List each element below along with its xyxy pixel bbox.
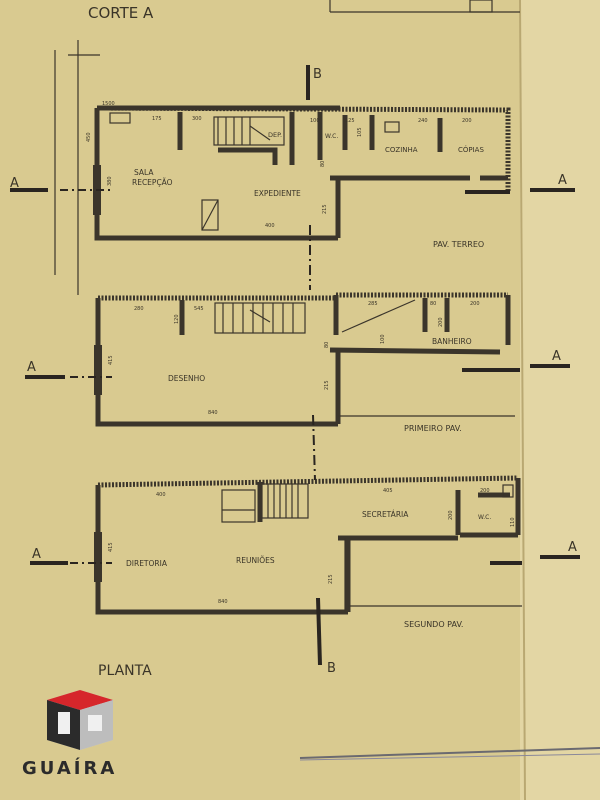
paper-edge: [520, 0, 600, 800]
first-floor-plan: DESENHO BANHEIRO 280 120 545 415 840 80 …: [94, 292, 515, 433]
dim: 100: [310, 118, 320, 124]
dim: 200: [448, 510, 454, 520]
dim: 300: [192, 116, 202, 122]
section-mark-a-left-2: A: [27, 360, 36, 375]
room-expediente: EXPEDIENTE: [254, 189, 301, 198]
dim: 110: [510, 517, 516, 527]
plan-label: PLANTA: [98, 663, 152, 679]
floor-name-first: PRIMEIRO PAV.: [404, 424, 462, 433]
dim: 450: [86, 132, 92, 142]
dim: 1500: [102, 101, 115, 107]
dim: 200: [480, 488, 490, 494]
dim: 280: [134, 306, 144, 312]
room-sala: SALA: [134, 168, 154, 177]
room-wc-ground: W.C.: [325, 133, 338, 140]
room-desenho: DESENHO: [168, 374, 205, 383]
room-dep: DEP.: [268, 131, 282, 139]
dim: 125: [345, 118, 355, 124]
room-recepcao: RECEPÇÃO: [132, 178, 173, 187]
section-title: CORTE A: [88, 4, 154, 22]
dim: 80: [430, 301, 436, 307]
room-banheiro: BANHEIRO: [432, 337, 472, 346]
dim: 240: [418, 118, 428, 124]
dim: 175: [152, 116, 162, 122]
section-mark-b-top: B: [313, 67, 322, 82]
dim: 80: [320, 161, 326, 167]
floor-name-ground: PAV. TERREO: [433, 240, 484, 249]
dim: 200: [462, 118, 472, 124]
dim: 415: [108, 542, 114, 552]
dim: 545: [194, 306, 204, 312]
dim: 285: [368, 301, 378, 307]
dim: 405: [383, 488, 393, 494]
dim: 105: [357, 127, 363, 137]
section-mark-a-left-1: A: [10, 176, 19, 191]
room-cozinha: COZINHA: [385, 146, 418, 154]
dim: 215: [324, 380, 330, 390]
dim: 400: [156, 492, 166, 498]
dim: 400: [265, 223, 275, 229]
dim: 120: [174, 314, 180, 324]
section-mark-a-left-3: A: [32, 547, 41, 562]
room-reunioes: REUNIÕES: [236, 556, 275, 565]
dim: 380: [107, 176, 113, 186]
dim: 840: [208, 410, 218, 416]
guaira-logo-icon: [47, 690, 113, 750]
room-secretaria: SECRETÁRIA: [362, 510, 409, 519]
room-wc-second: W.C.: [478, 514, 491, 521]
room-copias: CÓPIAS: [458, 145, 484, 154]
dim: 200: [470, 301, 480, 307]
room-diretoria: DIRETORIA: [126, 559, 168, 568]
second-floor-plan: DIRETORIA REUNIÕES SECRETÁRIA W.C. 400 4…: [94, 475, 522, 629]
section-mark-a-right-2: A: [552, 349, 561, 364]
ground-floor-plan: SALA RECEPÇÃO EXPEDIENTE DEP. W.C. COZIN…: [86, 101, 511, 249]
section-mark-a-right-3: A: [568, 540, 577, 555]
brand-name: GUAÍRA: [22, 758, 118, 779]
dim: 100: [380, 334, 386, 344]
dim: 80: [324, 342, 330, 348]
floor-name-second: SEGUNDO PAV.: [404, 620, 463, 629]
dim: 215: [328, 574, 334, 584]
dim: 840: [218, 599, 228, 605]
dim: 200: [438, 317, 444, 327]
section-mark-b-bottom: B: [327, 661, 336, 676]
dim: 215: [322, 204, 328, 214]
dim: 415: [108, 355, 114, 365]
section-mark-a-right-1: A: [558, 173, 567, 188]
